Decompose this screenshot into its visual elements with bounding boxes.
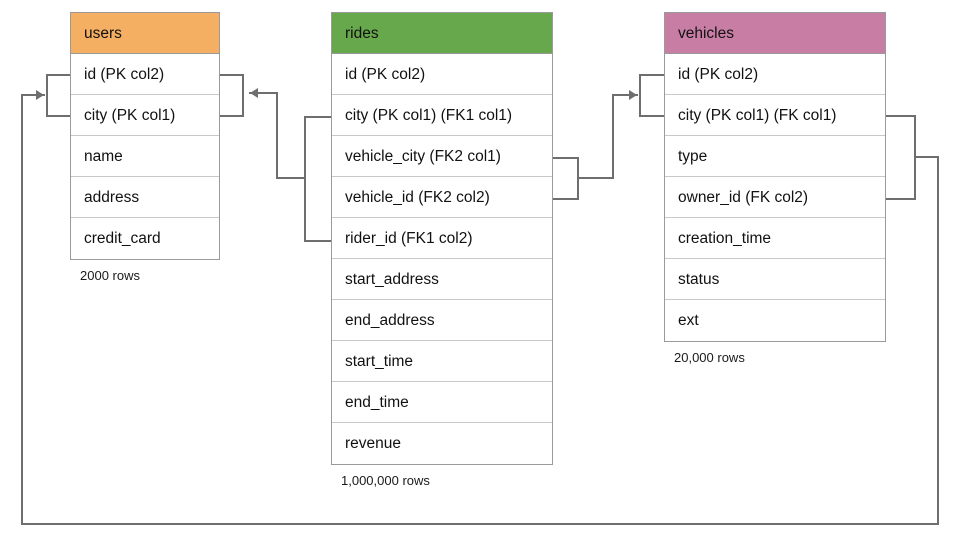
relationship-bracket-vehicles-fk-users (46, 74, 71, 117)
relationship-arrow-rides-fk1-users (250, 88, 258, 98)
entity-header-users[interactable]: users (71, 13, 219, 54)
field-row[interactable]: address (71, 177, 219, 218)
field-row[interactable]: creation_time (665, 218, 885, 259)
relationship-bracket-rides-fk2-vehicles (639, 74, 665, 117)
relationship-line-rides-fk1-users (249, 92, 332, 242)
field-row[interactable]: end_time (332, 382, 552, 423)
field-row[interactable]: start_address (332, 259, 552, 300)
row-count-label-rides: 1,000,000 rows (341, 473, 430, 488)
relationship-line-rides-fk2-vehicles (552, 94, 638, 200)
relationship-arrow-vehicles-fk-users (36, 90, 44, 100)
entity-header-vehicles[interactable]: vehicles (665, 13, 885, 54)
field-row[interactable]: type (665, 136, 885, 177)
field-row[interactable]: id (PK col2) (71, 54, 219, 95)
field-row[interactable]: name (71, 136, 219, 177)
entity-header-rides[interactable]: rides (332, 13, 552, 54)
row-count-label-vehicles: 20,000 rows (674, 350, 745, 365)
field-row[interactable]: vehicle_city (FK2 col1) (332, 136, 552, 177)
field-row[interactable]: id (PK col2) (332, 54, 552, 95)
field-row[interactable]: city (PK col1) (FK col1) (665, 95, 885, 136)
field-row[interactable]: ext (678, 312, 699, 329)
field-row[interactable]: start_time (332, 341, 552, 382)
field-row[interactable]: revenue (345, 435, 402, 452)
field-row[interactable]: city (PK col1) (FK1 col1) (332, 95, 552, 136)
field-row[interactable]: city (PK col1) (71, 95, 219, 136)
row-count-label-users: 2000 rows (80, 268, 140, 283)
relationship-arrow-rides-fk2-vehicles (629, 90, 637, 100)
field-row[interactable]: vehicle_id (FK2 col2) (332, 177, 552, 218)
field-row[interactable]: credit_card (84, 230, 161, 247)
field-row[interactable]: rider_id (FK1 col2) (332, 218, 552, 259)
field-row[interactable]: owner_id (FK col2) (665, 177, 885, 218)
field-row[interactable]: id (PK col2) (665, 54, 885, 95)
field-row[interactable]: end_address (332, 300, 552, 341)
field-row[interactable]: status (665, 259, 885, 300)
relationship-bracket-rides-fk1-users (219, 74, 244, 117)
